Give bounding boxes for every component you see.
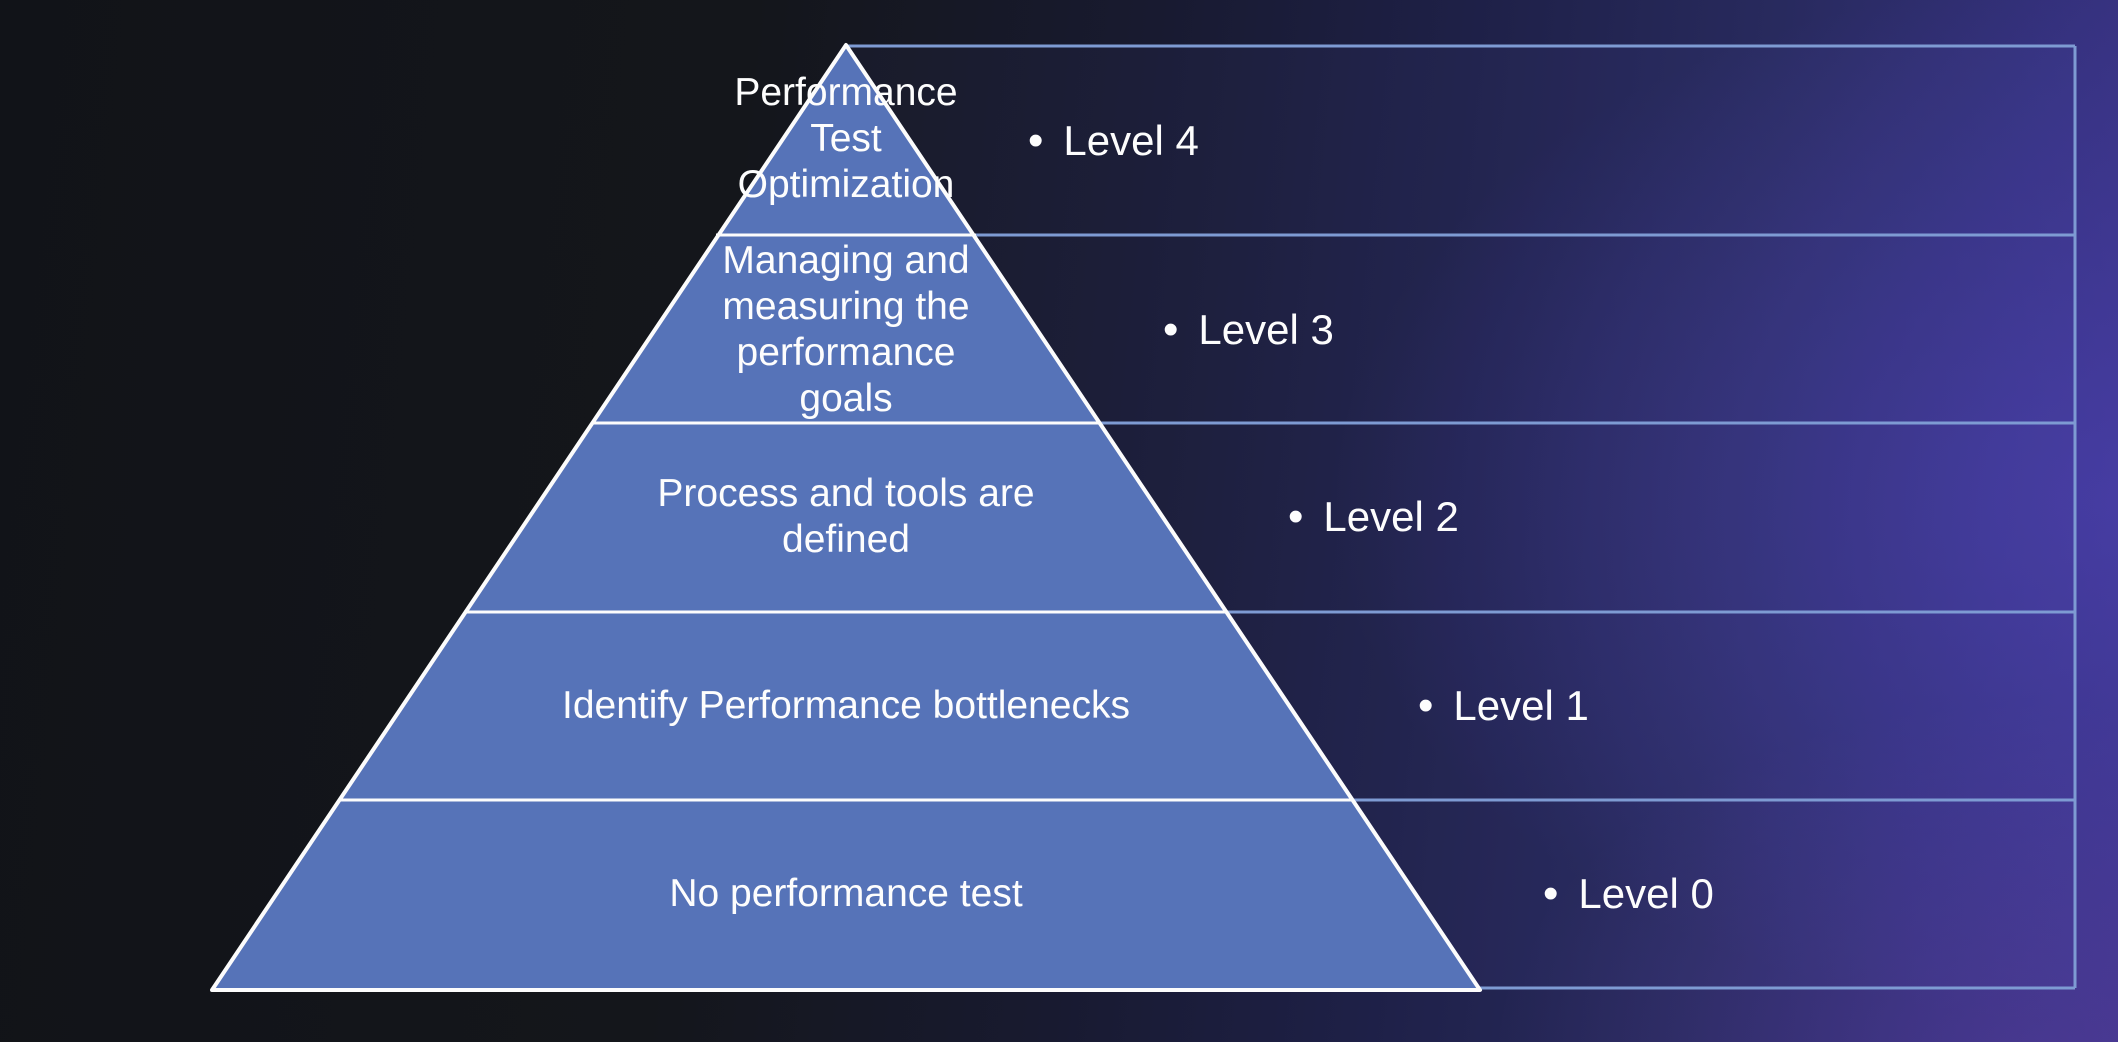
pyramid	[210, 43, 1482, 992]
pyramid-tier-label-base: No performance test	[669, 872, 1023, 915]
level-callout: • Level 0	[1543, 866, 1714, 922]
level-callout: • Level 1	[1418, 678, 1589, 734]
level-label: Level 0	[1578, 870, 1714, 917]
bullet-icon: •	[1028, 116, 1044, 165]
bullet-icon: •	[1418, 681, 1434, 730]
pyramid-tier-label: Process and tools are defined	[657, 472, 1035, 561]
level-label: Level 3	[1198, 306, 1334, 353]
pyramid-tier-label: Identify Performance bottlenecks	[562, 684, 1130, 727]
bullet-icon: •	[1543, 869, 1559, 918]
level-label: Level 4	[1063, 117, 1199, 164]
pyramid-tier-label: Managing and measuring the performance g…	[722, 239, 970, 420]
pyramid-tier-label-top: Performance Test Optimization	[734, 71, 958, 206]
bullet-icon: •	[1163, 305, 1179, 354]
bullet-icon: •	[1288, 492, 1304, 541]
level-callout: • Level 4	[1028, 113, 1199, 169]
pyramid-shape	[210, 43, 1482, 992]
level-label: Level 2	[1323, 493, 1459, 540]
level-callout: • Level 3	[1163, 302, 1334, 358]
level-label: Level 1	[1453, 682, 1589, 729]
level-callout: • Level 2	[1288, 489, 1459, 545]
